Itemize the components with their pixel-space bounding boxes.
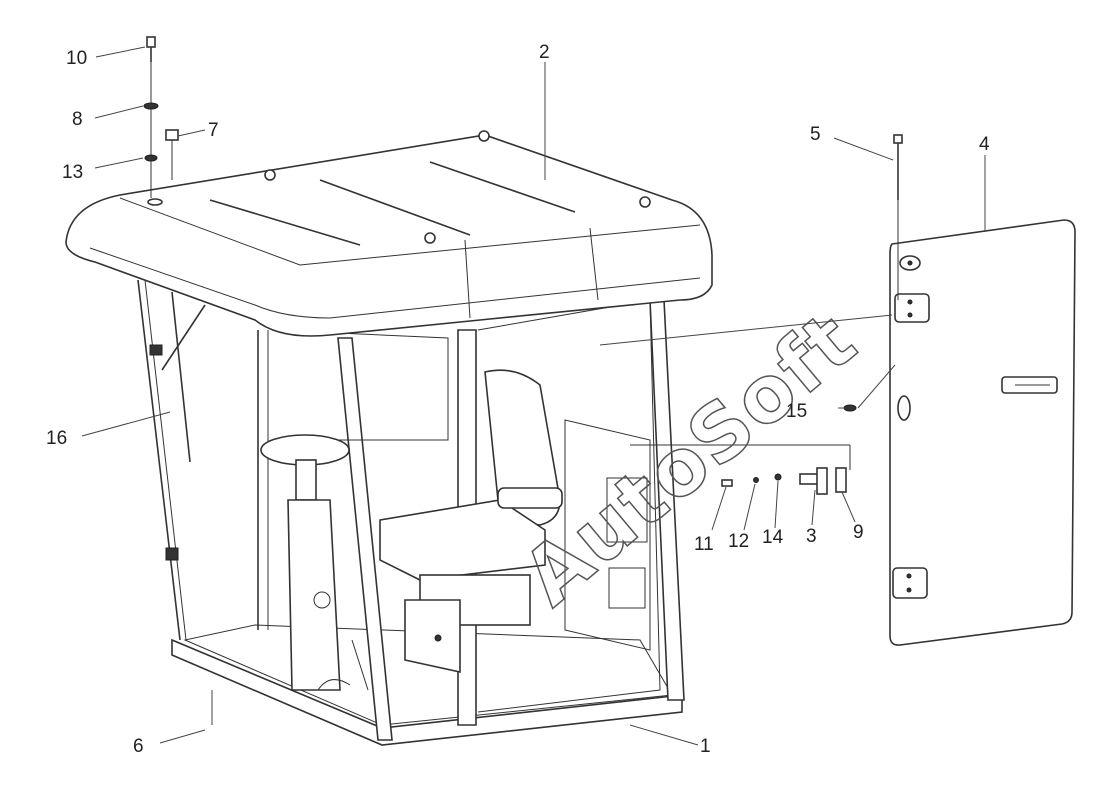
callout-10: 10	[66, 48, 87, 69]
callout-12: 12	[728, 531, 749, 552]
callout-16: 16	[46, 428, 67, 449]
callout-11: 11	[694, 534, 714, 555]
callout-5: 5	[810, 124, 821, 145]
callout-9: 9	[853, 522, 864, 543]
roof-assembly	[65, 130, 713, 337]
callout-1: 1	[700, 736, 711, 757]
wiper-assembly	[137, 279, 206, 641]
callout-6: 6	[133, 736, 144, 757]
door-panel	[843, 134, 1076, 646]
leader-lines	[81, 46, 986, 746]
callout-labels: 1 2 3 4 5 6 7 8 9 10 11 12 13 14 15 16	[46, 42, 990, 757]
callout-14: 14	[762, 527, 784, 548]
watermark-text: AutoSoft	[507, 295, 874, 623]
callout-4: 4	[979, 134, 990, 155]
latch-hardware	[630, 444, 851, 495]
callout-3: 3	[806, 526, 817, 547]
interior-equipment	[260, 369, 563, 691]
callout-7: 7	[208, 120, 219, 141]
callout-13: 13	[62, 162, 83, 183]
callout-15: 15	[786, 401, 807, 422]
callout-8: 8	[72, 109, 83, 130]
roof-bolt-hardware	[143, 36, 179, 198]
callout-2: 2	[539, 42, 550, 63]
